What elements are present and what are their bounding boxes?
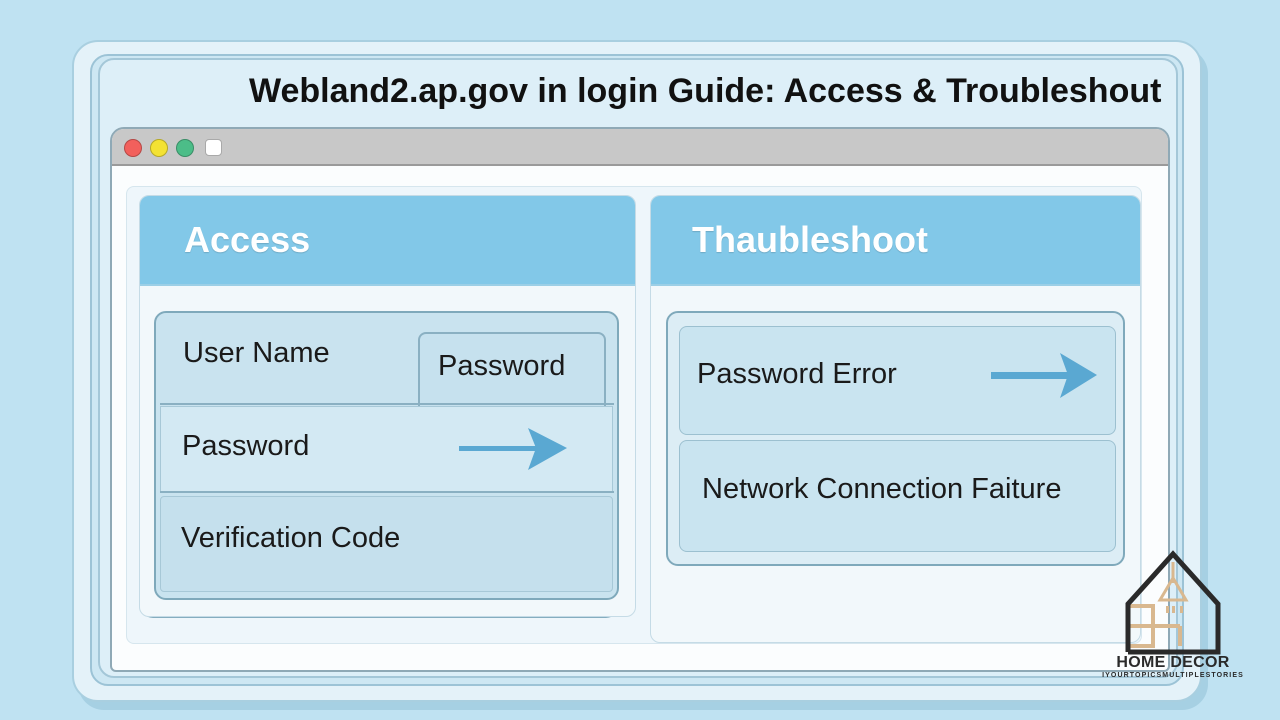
page-title: Webland2.ap.gov in login Guide: Access &… [249, 72, 1162, 110]
arrow-right-icon[interactable] [458, 426, 570, 472]
logo-title: HOME DECOR [1116, 654, 1230, 671]
password-tab-label[interactable]: Password [438, 350, 566, 382]
house-icon [1125, 550, 1221, 655]
troubleshoot-card-heading: Thaubleshoot [651, 196, 1140, 286]
verification-code-row[interactable] [160, 496, 613, 592]
password-tab[interactable] [418, 332, 606, 406]
arrow-right-icon[interactable] [990, 352, 1100, 400]
maximize-window-button[interactable] [176, 139, 194, 157]
access-card-heading: Access [140, 196, 635, 286]
username-label[interactable]: User Name [183, 337, 330, 369]
row-divider [160, 491, 614, 493]
network-failure-label: Network Connection Faiture [702, 473, 1062, 505]
tab-square-icon[interactable] [205, 139, 222, 156]
password-label: Password [182, 430, 310, 462]
minimize-window-button[interactable] [150, 139, 168, 157]
browser-titlebar [112, 129, 1168, 166]
password-error-label: Password Error [697, 358, 897, 390]
network-failure-row[interactable] [679, 440, 1116, 552]
logo-subtitle: IYOURTOPICSMULTIPLESTORIES [1102, 672, 1244, 679]
password-error-row[interactable] [679, 326, 1116, 435]
close-window-button[interactable] [124, 139, 142, 157]
row-divider [160, 403, 614, 405]
verification-code-label: Verification Code [181, 522, 401, 554]
